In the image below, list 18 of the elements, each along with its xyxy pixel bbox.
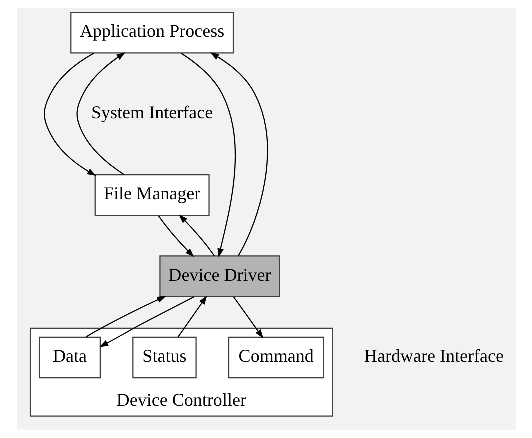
- arrow: [232, 296, 264, 339]
- arrow: [178, 214, 214, 256]
- arrow: [210, 52, 268, 256]
- arrow: [158, 216, 194, 258]
- node-box: Device Driver: [159, 256, 280, 298]
- arrow: [76, 52, 126, 176]
- node-box: Command: [228, 336, 324, 379]
- node-box: Status: [132, 336, 196, 379]
- node-box: Application Process: [70, 12, 234, 54]
- label: Hardware Interface: [364, 346, 504, 366]
- arrow: [86, 296, 166, 338]
- node-box: Data: [38, 336, 101, 379]
- arrow: [44, 52, 96, 176]
- arrow: [180, 53, 236, 258]
- node-box: File Manager: [94, 174, 210, 216]
- arrow: [177, 296, 207, 338]
- arrow: [98, 296, 194, 348]
- label: System Interface: [90, 102, 213, 122]
